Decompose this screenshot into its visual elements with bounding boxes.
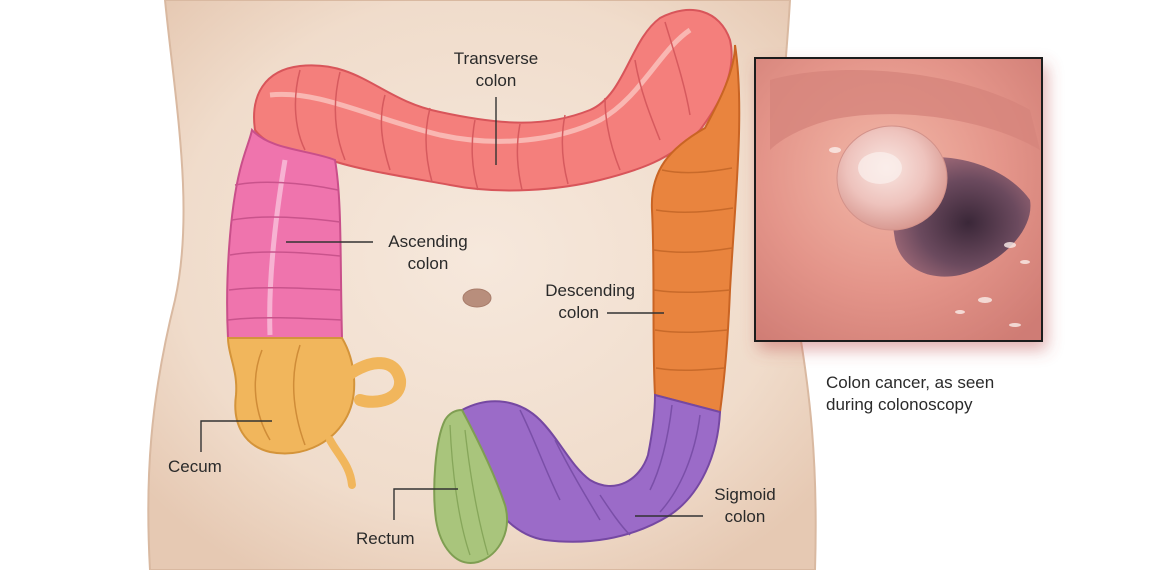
rectum — [433, 408, 508, 564]
descending-colon — [650, 44, 741, 414]
cecum — [226, 337, 406, 489]
leader-lines — [200, 97, 703, 520]
inset-image — [770, 70, 1040, 327]
inset-caption: Colon cancer, as seen during colonoscopy — [826, 373, 995, 414]
label-rectum: Rectum — [356, 529, 415, 548]
label-transverse-colon: Transverse colon — [453, 49, 539, 90]
label-cecum: Cecum — [168, 457, 222, 476]
leader-rectum — [393, 488, 458, 520]
label-descending-colon: Descending colon — [545, 281, 635, 322]
label-sigmoid-colon: Sigmoid colon — [714, 485, 776, 526]
leader-cecum — [200, 420, 272, 452]
navel — [462, 288, 492, 308]
transverse-colon — [253, 9, 733, 192]
label-ascending-colon: Ascending colon — [388, 232, 468, 273]
ascending-colon — [226, 127, 344, 339]
